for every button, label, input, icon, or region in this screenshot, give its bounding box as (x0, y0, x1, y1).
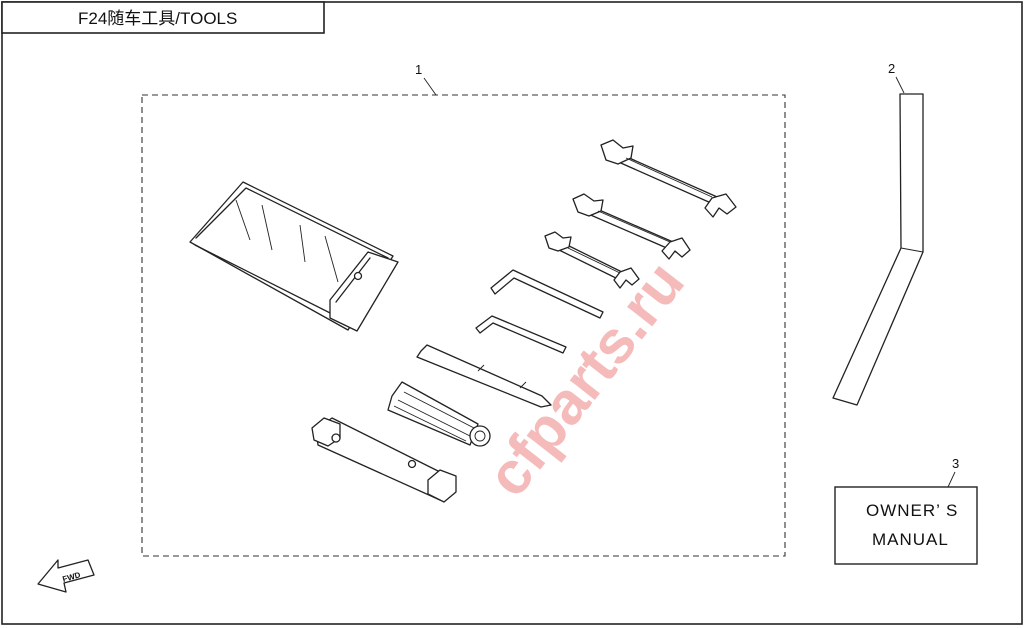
tube-wrench (311, 417, 457, 503)
owners-manual: OWNER’ S MANUAL (834, 486, 978, 565)
hex-key-large (490, 269, 604, 319)
wrench-medium (572, 193, 691, 260)
title-box: F24随车工具/TOOLS (1, 1, 325, 34)
wrench-small (544, 231, 640, 289)
callout-handle-bar: 2 (888, 61, 905, 94)
wrench-large (600, 139, 737, 218)
manual-title-line1: OWNER’ S (866, 501, 958, 520)
callout-label-2: 2 (888, 61, 895, 76)
callout-tool-kit: 1 (415, 62, 437, 96)
callout-label-3: 3 (952, 456, 959, 471)
callout-manual: 3 (947, 456, 959, 488)
screwdriver-bit (416, 344, 552, 408)
screwdriver-handle (387, 381, 491, 447)
manual-title-line2: MANUAL (872, 530, 949, 549)
diagram-title: F24随车工具/TOOLS (78, 9, 237, 28)
watermark: cfparts.ru (474, 249, 697, 508)
tool-bag (189, 181, 399, 332)
handle-bar (832, 93, 924, 406)
tool-kit-boundary (141, 94, 786, 557)
forward-arrow-icon: FWD (37, 559, 95, 593)
hex-key-small (475, 315, 567, 354)
callout-label-1: 1 (415, 62, 422, 77)
